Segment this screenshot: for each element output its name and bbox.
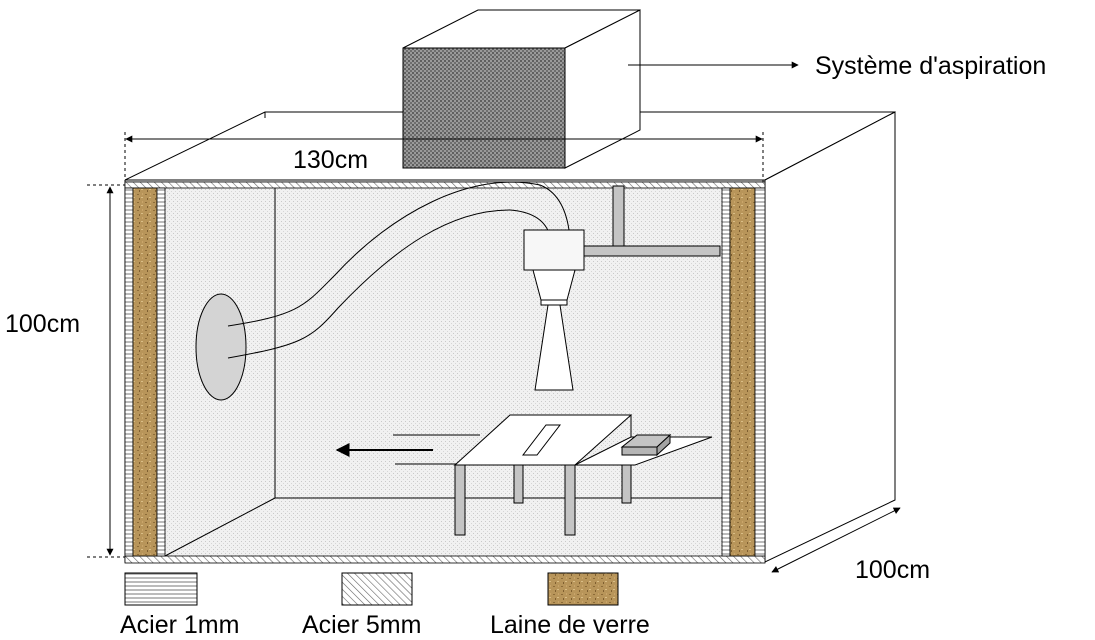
- legend-label-steel-1mm: Acier 1mm: [120, 611, 239, 639]
- legend-label-glass-wool: Laine de verre: [490, 611, 650, 639]
- depth-dimension: 100cm: [771, 507, 930, 584]
- exhaust-opening: [195, 293, 247, 401]
- height-dimension: 100cm: [5, 184, 125, 558]
- legend-swatch-steel-5mm: [341, 572, 413, 606]
- height-label: 100cm: [5, 310, 80, 338]
- suction-system: [402, 9, 641, 169]
- legend: Acier 1mm Acier 5mm Laine de verre: [120, 572, 650, 639]
- width-dimension: 130cm: [124, 132, 764, 182]
- suction-callout: Système d'aspiration: [628, 52, 1046, 80]
- legend-swatch-glass-wool: [547, 572, 619, 606]
- depth-label: 100cm: [855, 556, 930, 584]
- legend-label-steel-5mm: Acier 5mm: [302, 611, 421, 639]
- moving-table: [453, 414, 713, 536]
- suction-nozzle: [523, 229, 585, 391]
- width-label: 130cm: [293, 146, 368, 174]
- legend-swatch-steel-1mm: [124, 572, 198, 606]
- suction-system-label: Système d'aspiration: [815, 52, 1046, 80]
- cabin-front: [124, 181, 766, 564]
- suction-hose: [227, 181, 570, 359]
